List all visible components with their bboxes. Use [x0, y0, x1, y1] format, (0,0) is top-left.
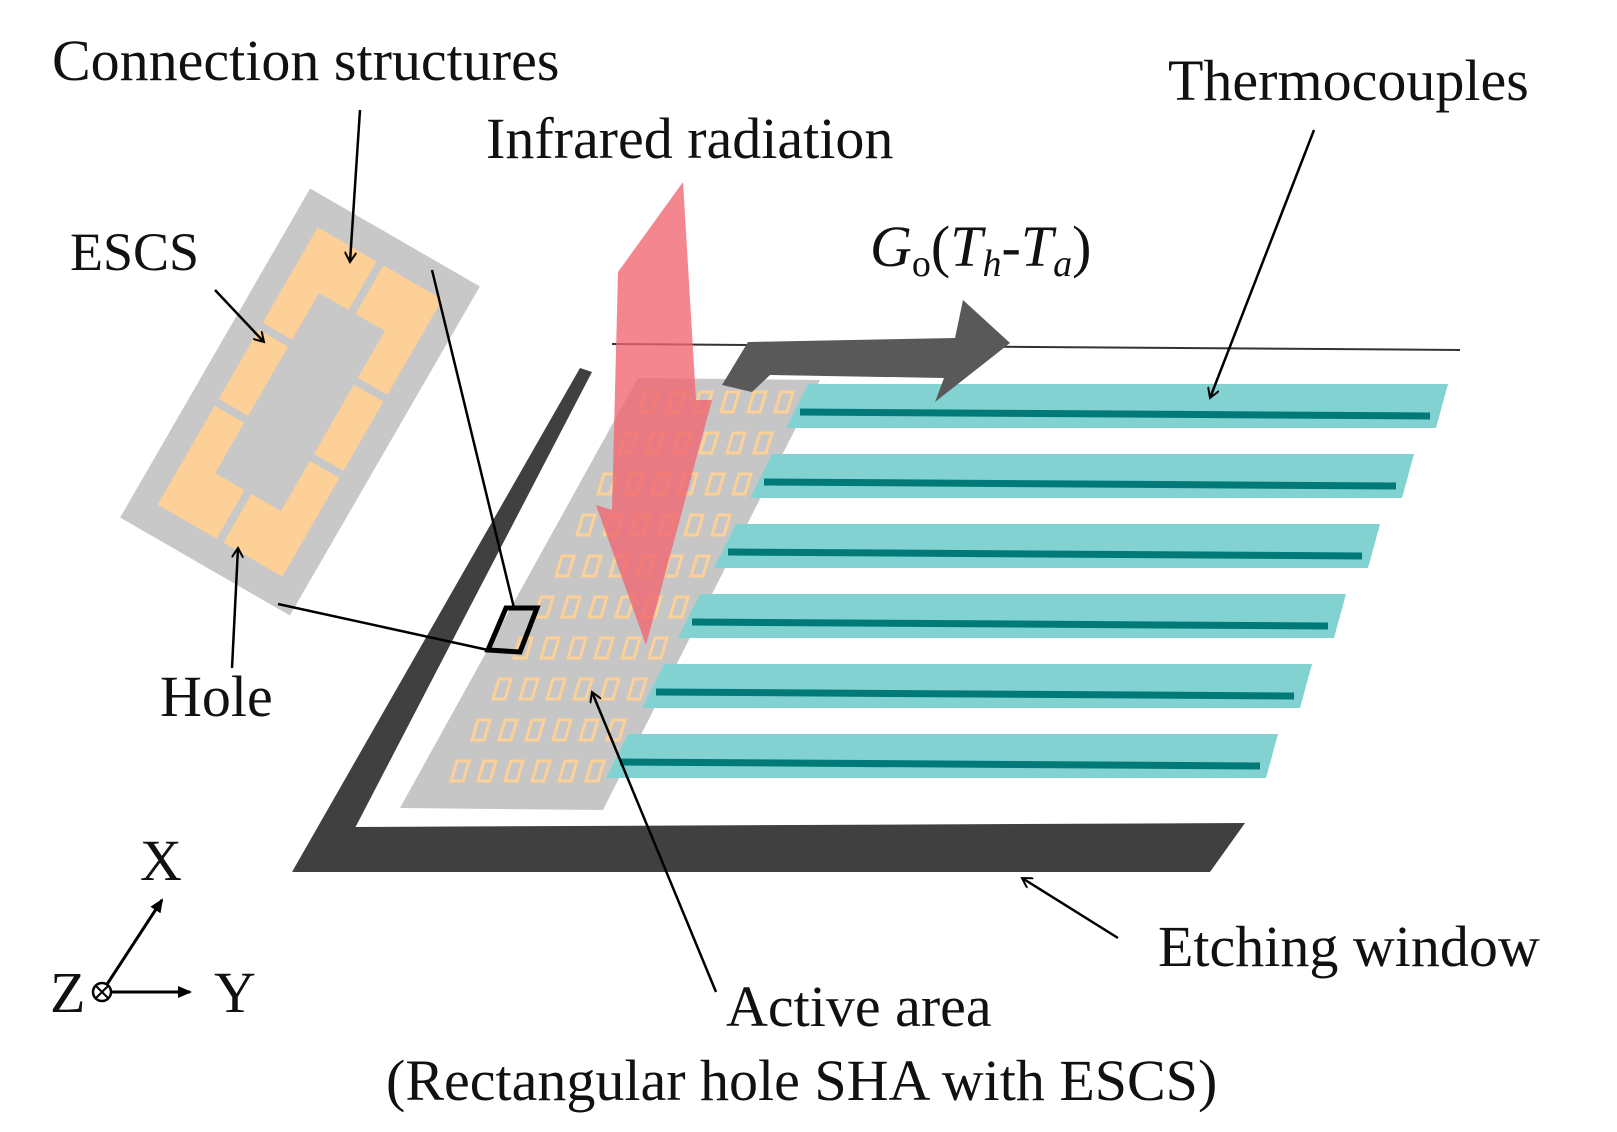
label-etching-window: Etching window	[1158, 914, 1540, 979]
escs-hole	[586, 595, 610, 619]
thermocouple-line	[619, 758, 1261, 770]
formula-t2: T	[1021, 214, 1057, 279]
thermocouple-band	[750, 454, 1414, 498]
escs-hole	[553, 554, 577, 578]
label-connection-structures: Connection structures	[52, 28, 559, 93]
formula-close: )	[1072, 214, 1091, 279]
escs-hole	[595, 472, 619, 496]
thermocouple-band	[786, 384, 1448, 428]
etching-window-frame	[292, 368, 1245, 872]
label-heat-flow-formula: Go(Th-Ta)	[870, 214, 1091, 285]
escs-hole	[718, 390, 742, 414]
label-escs: ESCS	[70, 222, 199, 282]
active-area-membrane	[400, 378, 820, 810]
escs-hole	[565, 636, 589, 660]
etching-window-bottom-bar	[292, 823, 1245, 872]
formula-sub-o: o	[912, 243, 931, 285]
escs-hole	[577, 718, 601, 742]
coordinate-axes	[91, 898, 192, 1003]
thermocouple-line	[655, 688, 1295, 700]
escs-hole	[583, 759, 607, 783]
escs-hole	[502, 759, 526, 783]
pointer-escs	[214, 289, 264, 342]
escs-hole	[550, 718, 574, 742]
label-active-area: Active area	[726, 974, 992, 1039]
formula-sub-a: a	[1053, 243, 1072, 285]
escs-hole	[580, 554, 604, 578]
pointer-connection-structures	[350, 109, 362, 262]
formula-open: (	[931, 214, 950, 279]
escs-hole	[682, 513, 706, 537]
escs-hole	[544, 677, 568, 701]
zoom-hole	[215, 292, 385, 512]
escs-hole	[448, 759, 472, 783]
escs-hole	[559, 595, 583, 619]
etching-window-left-bar	[292, 368, 592, 872]
escs-hole	[751, 431, 775, 455]
escs-hole	[529, 759, 553, 783]
escs-hole	[703, 472, 727, 496]
escs-hole	[598, 677, 622, 701]
pointer-hole	[230, 548, 238, 669]
escs-hole	[523, 718, 547, 742]
formula-t1: T	[950, 214, 986, 279]
thermocouple-line	[727, 548, 1363, 560]
pointer-thermocouples	[1210, 129, 1316, 398]
escs-hole	[538, 636, 562, 660]
heat-flow-arrow	[722, 300, 1010, 402]
infrared-radiation-arrow	[596, 182, 712, 645]
pointer-etching-window	[1022, 876, 1119, 940]
thermocouple-band	[714, 524, 1380, 568]
thermocouple-band	[642, 664, 1312, 708]
escs-zoom-panel	[120, 188, 480, 616]
label-axis-y: Y	[214, 960, 256, 1025]
escs-hole	[490, 677, 514, 701]
thermocouple-band	[606, 734, 1278, 778]
escs-hole	[724, 431, 748, 455]
thermocouple-band	[678, 594, 1346, 638]
thermocouple-line	[763, 478, 1397, 490]
label-hole: Hole	[160, 664, 273, 729]
escs-hole	[475, 759, 499, 783]
escs-hole	[574, 513, 598, 537]
thermocouple-line	[799, 408, 1431, 420]
zoom-callout-line-top	[430, 269, 516, 609]
escs-hole	[709, 513, 733, 537]
escs-hole	[772, 390, 796, 414]
escs-hole	[667, 595, 691, 619]
escs-hole	[697, 431, 721, 455]
escs-hole	[592, 636, 616, 660]
highlighted-hole-box	[484, 605, 541, 655]
escs-hole	[469, 718, 493, 742]
escs-hole	[730, 472, 754, 496]
axis-x-line	[100, 898, 164, 993]
formula-dash: -	[1001, 214, 1020, 279]
pointer-active-area	[592, 692, 718, 993]
label-active-area-sub: (Rectangular hole SHA with ESCS)	[386, 1048, 1217, 1113]
label-thermocouples: Thermocouples	[1168, 48, 1529, 113]
formula-g: G	[870, 214, 912, 279]
escs-hole	[688, 554, 712, 578]
thermocouples	[606, 384, 1448, 778]
escs-hole	[619, 636, 643, 660]
label-axis-x: X	[140, 828, 182, 893]
zoom-callout-line-bottom	[277, 602, 489, 652]
thermocouple-line	[691, 618, 1329, 630]
escs-hole	[517, 677, 541, 701]
escs-hole	[556, 759, 580, 783]
escs-hole	[646, 636, 670, 660]
membrane-top-edge	[611, 343, 1461, 351]
escs-hole	[571, 677, 595, 701]
label-axis-z: Z	[50, 960, 85, 1025]
escs-hole	[496, 718, 520, 742]
label-infrared-radiation: Infrared radiation	[486, 106, 893, 171]
escs-hole	[745, 390, 769, 414]
escs-hole	[625, 677, 649, 701]
formula-sub-h: h	[982, 243, 1001, 285]
